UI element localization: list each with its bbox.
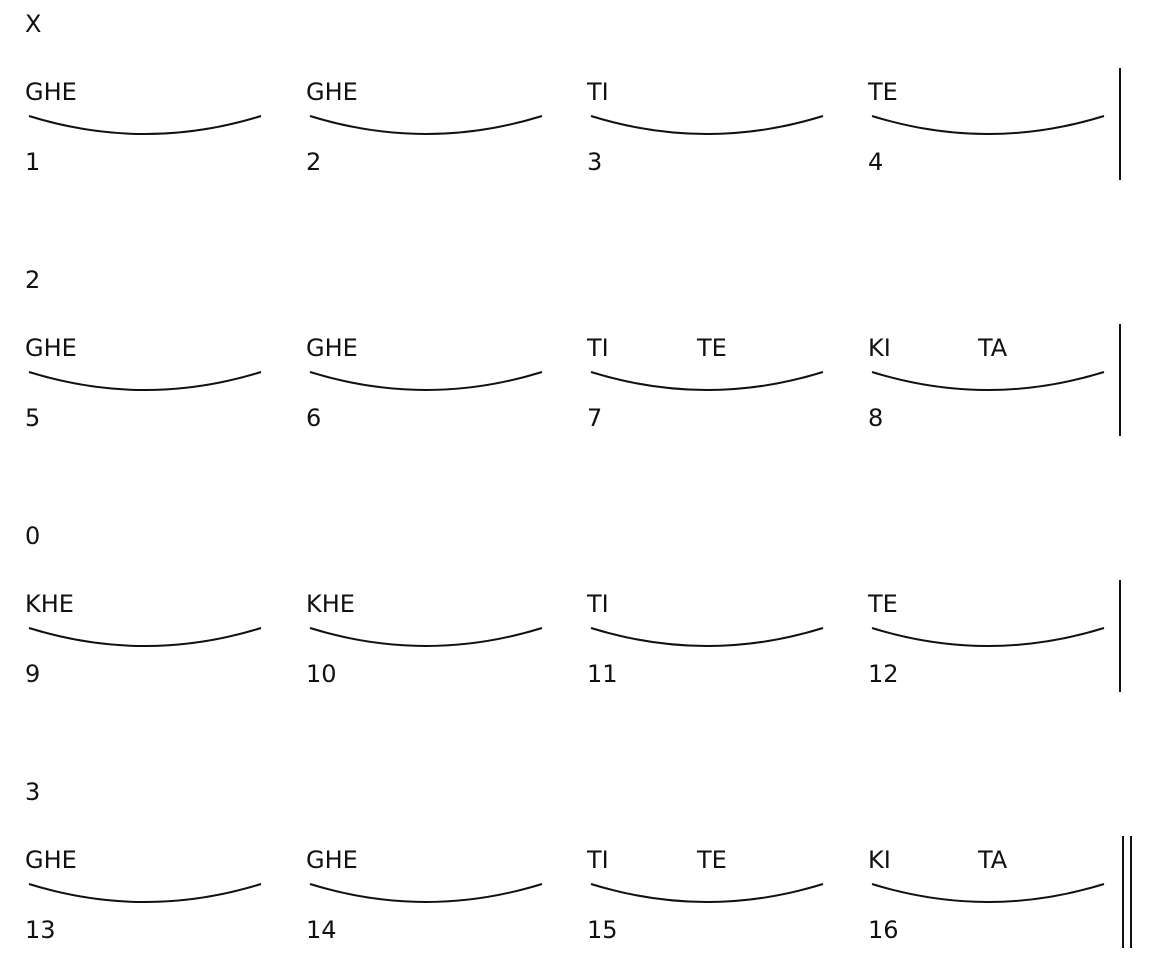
- bol-syllable: KHE: [306, 590, 355, 618]
- beat-arc-curve: [309, 371, 543, 391]
- beat-arc: [309, 627, 543, 647]
- tala-mark: 0: [25, 522, 41, 550]
- beat-number: 11: [587, 660, 618, 688]
- beat-arc: [28, 371, 262, 391]
- bol-syllable: TA: [978, 846, 1008, 874]
- beat-number: 9: [25, 660, 41, 688]
- tala-mark: X: [25, 10, 42, 38]
- beat-number: 8: [868, 404, 884, 432]
- beat-arc: [871, 371, 1105, 391]
- beat-arc-curve: [590, 115, 824, 135]
- bol-syllable: TE: [697, 334, 727, 362]
- beat-number: 7: [587, 404, 603, 432]
- beat-arc-curve: [309, 883, 543, 903]
- beat-arc: [590, 627, 824, 647]
- bol-syllable: TA: [978, 334, 1008, 362]
- tala-mark: 3: [25, 778, 41, 806]
- beat-arc: [871, 627, 1105, 647]
- beat-arc: [309, 371, 543, 391]
- bol-syllable: TE: [697, 846, 727, 874]
- beat-number: 15: [587, 916, 618, 944]
- bar-line: [1119, 68, 1121, 180]
- beat-arc-curve: [28, 627, 262, 647]
- beat-arc: [871, 883, 1105, 903]
- bar-line-second: [1130, 836, 1132, 948]
- beat-arc: [28, 883, 262, 903]
- beat-arc-curve: [590, 371, 824, 391]
- beat-number: 3: [587, 148, 603, 176]
- bol-syllable: GHE: [25, 334, 77, 362]
- beat-number: 6: [306, 404, 322, 432]
- beat-arc: [28, 627, 262, 647]
- beat-arc-curve: [590, 627, 824, 647]
- tala-mark: 2: [25, 266, 41, 294]
- beat-number: 16: [868, 916, 899, 944]
- bol-syllable: KI: [868, 334, 891, 362]
- beat-arc-curve: [871, 627, 1105, 647]
- beat-number: 13: [25, 916, 56, 944]
- beat-number: 5: [25, 404, 41, 432]
- beat-number: 4: [868, 148, 884, 176]
- beat-number: 10: [306, 660, 337, 688]
- bol-syllable: TI: [587, 334, 609, 362]
- beat-arc: [309, 883, 543, 903]
- bol-syllable: GHE: [306, 78, 358, 106]
- beat-arc: [309, 115, 543, 135]
- bol-syllable: KHE: [25, 590, 74, 618]
- beat-number: 12: [868, 660, 899, 688]
- bar-line: [1119, 324, 1121, 436]
- beat-arc-curve: [871, 883, 1105, 903]
- bol-syllable: GHE: [25, 846, 77, 874]
- beat-arc-curve: [309, 627, 543, 647]
- bol-syllable: TI: [587, 78, 609, 106]
- beat-arc: [590, 883, 824, 903]
- beat-arc-curve: [28, 371, 262, 391]
- beat-number: 2: [306, 148, 322, 176]
- bol-syllable: TI: [587, 590, 609, 618]
- beat-arc-curve: [871, 115, 1105, 135]
- beat-arc: [590, 371, 824, 391]
- bol-syllable: GHE: [25, 78, 77, 106]
- beat-number: 1: [25, 148, 41, 176]
- bar-line: [1122, 836, 1124, 948]
- bol-syllable: TE: [868, 78, 898, 106]
- beat-arc-curve: [871, 371, 1105, 391]
- bar-line: [1119, 580, 1121, 692]
- beat-arc: [28, 115, 262, 135]
- beat-arc: [871, 115, 1105, 135]
- bol-syllable: TE: [868, 590, 898, 618]
- bol-syllable: GHE: [306, 846, 358, 874]
- bol-syllable: TI: [587, 846, 609, 874]
- beat-number: 14: [306, 916, 337, 944]
- beat-arc-curve: [590, 883, 824, 903]
- beat-arc-curve: [28, 883, 262, 903]
- bol-syllable: KI: [868, 846, 891, 874]
- beat-arc-curve: [309, 115, 543, 135]
- bol-syllable: GHE: [306, 334, 358, 362]
- beat-arc: [590, 115, 824, 135]
- beat-arc-curve: [28, 115, 262, 135]
